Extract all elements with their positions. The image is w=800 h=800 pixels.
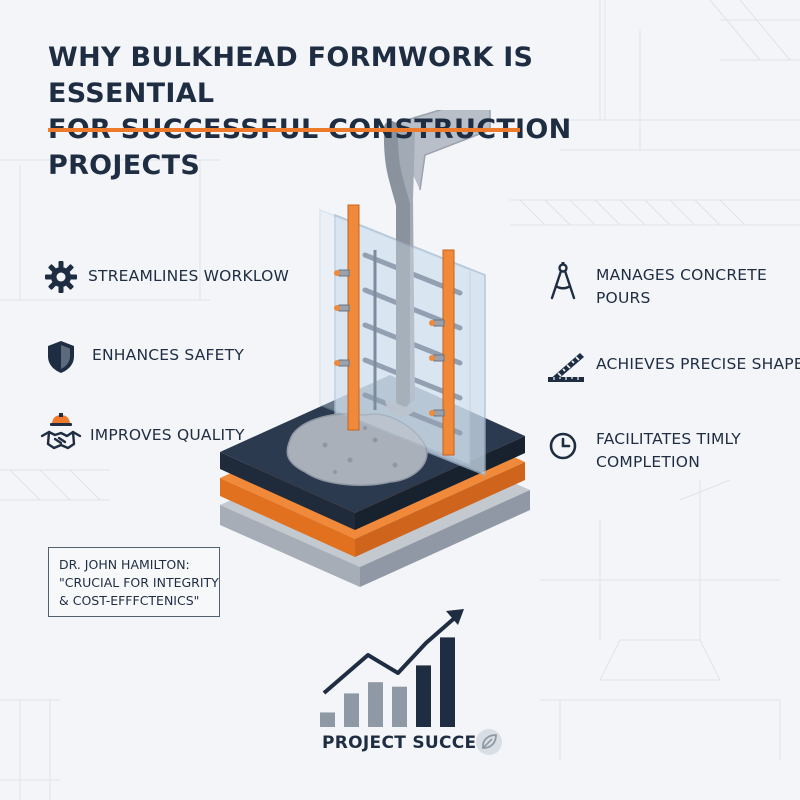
success-bar	[440, 637, 455, 727]
feature-label-group: MANAGES CONCRETE POURS	[596, 264, 767, 310]
project-success-label: PROJECT SUCCESS	[322, 733, 501, 753]
leaf-icon	[474, 727, 504, 762]
success-trend-arrow-head	[446, 609, 464, 625]
feature-enhances-safety: ENHANCES SAFETY	[46, 339, 244, 375]
feature-achieves-precise-shapes: ACHIEVES PRECISE SHAPES	[546, 348, 800, 384]
handshake-icon	[40, 413, 90, 450]
success-trend-line	[322, 613, 460, 695]
feature-label-group: FACILITATES TIMLY COMPLETION	[596, 428, 741, 474]
quote-text-line-2: & COST-EFFFCTENICS"	[59, 593, 200, 608]
title-line-2: FOR SUCCESSFUL CONSTRUCTION PROJECTS	[48, 114, 572, 181]
feature-label: ENHANCES SAFETY	[92, 346, 244, 364]
feature-label-line-2: POURS	[596, 289, 651, 307]
feature-manages-concrete-pours: MANAGES CONCRETE POURS	[548, 262, 767, 310]
quote-author: DR. JOHN HAMILTON:	[59, 557, 190, 572]
success-bar	[392, 686, 407, 727]
success-bar	[368, 682, 383, 727]
clock-icon	[548, 428, 596, 464]
feature-label: IMPROVES QUALITY	[90, 426, 245, 444]
ruler-icon	[546, 348, 596, 384]
compass-icon	[548, 262, 596, 300]
shield-icon	[46, 339, 92, 375]
expert-quote-box: DR. JOHN HAMILTON: "CRUCIAL FOR INTEGRIT…	[48, 547, 220, 617]
title-underline	[48, 128, 520, 132]
gear-icon	[44, 259, 88, 295]
title-line-1: WHY BULKHEAD FORMWORK IS ESSENTIAL	[48, 42, 534, 109]
feature-improves-quality: IMPROVES QUALITY	[40, 413, 245, 450]
feature-label-line-1: MANAGES CONCRETE	[596, 266, 767, 284]
feature-label: ACHIEVES PRECISE SHAPES	[596, 355, 800, 373]
feature-label-line-2: COMPLETION	[596, 453, 701, 471]
success-bars	[320, 637, 455, 727]
success-bar	[320, 712, 335, 727]
project-success-chart	[320, 609, 464, 727]
feature-label-line-1: FACILITATES TIMLY	[596, 430, 741, 448]
feature-facilitates-timely-completion: FACILITATES TIMLY COMPLETION	[548, 428, 741, 474]
success-bar	[416, 665, 431, 727]
page-title: WHY BULKHEAD FORMWORK IS ESSENTIAL FOR S…	[48, 40, 648, 184]
quote-text-line-1: "CRUCIAL FOR INTEGRITY	[59, 575, 219, 590]
feature-label: STREAMLINES WORKLOW	[88, 267, 290, 285]
success-bar	[344, 693, 359, 727]
feature-streamlines-workflow: STREAMLINES WORKLOW	[44, 259, 289, 295]
